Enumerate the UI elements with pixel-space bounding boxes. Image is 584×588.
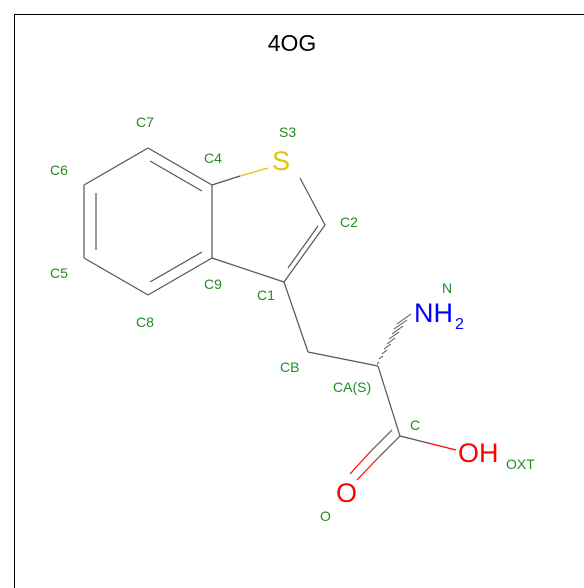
bond-c-oh [399,435,429,444]
bond-c-o-b [369,429,393,453]
atom-label-c7: C7 [136,114,154,130]
molecule-title: 4OG [267,30,317,56]
bond-c1-c2 [283,224,326,283]
atom-label-s3: S3 [279,124,296,140]
atom-label-c9: C9 [204,276,222,292]
atom-label-ca: CA(S) [333,379,371,395]
atom-label-c1: C1 [257,287,275,303]
oxygen-symbol: O [336,478,357,508]
bond-c2-s3 [299,177,326,226]
diagram-frame [14,14,584,588]
atom-label-n: N [442,280,452,296]
bond-c-oh-red [427,442,457,451]
atom-label-c4: C4 [204,150,222,166]
bond-c9-c1 [211,257,285,283]
bond-cb-ca [307,351,379,367]
hydroxyl-symbol: OH [458,438,499,468]
nh2-subscript: 2 [455,316,464,333]
bond-c6-c7 [83,147,149,186]
bond-c4-s3-yellow [239,167,269,177]
atom-label-o: O [320,508,331,524]
bond-c-o-a [377,435,401,459]
atom-label-c5: C5 [50,265,68,281]
bond-c4-s3 [211,175,241,186]
bond-inner-c1-c2 [287,225,319,269]
bond-c8-c5 [83,257,149,296]
atom-label-oxt: OXT [506,456,535,472]
bond-c7-c4 [147,147,213,186]
sulfur-symbol: S [272,146,290,176]
atom-label-cb: CB [280,359,299,375]
bond-ca-c [377,365,401,437]
atom-label-c2: C2 [340,214,358,230]
atom-label-c6: C6 [50,162,68,178]
nh2-symbol: NH [414,298,453,328]
bond-inner-c7-c4 [149,160,203,192]
bond-c-o-a-red [356,457,379,481]
bond-c9-c8 [147,257,213,296]
hashed-wedge-bond [376,313,412,365]
atom-label-c8: C8 [136,314,154,330]
atom-label-c: C [410,417,420,433]
bond-c-o-b-red [349,451,371,475]
bond-c1-cb [283,281,309,353]
bond-inner-c9-c8 [149,251,203,283]
